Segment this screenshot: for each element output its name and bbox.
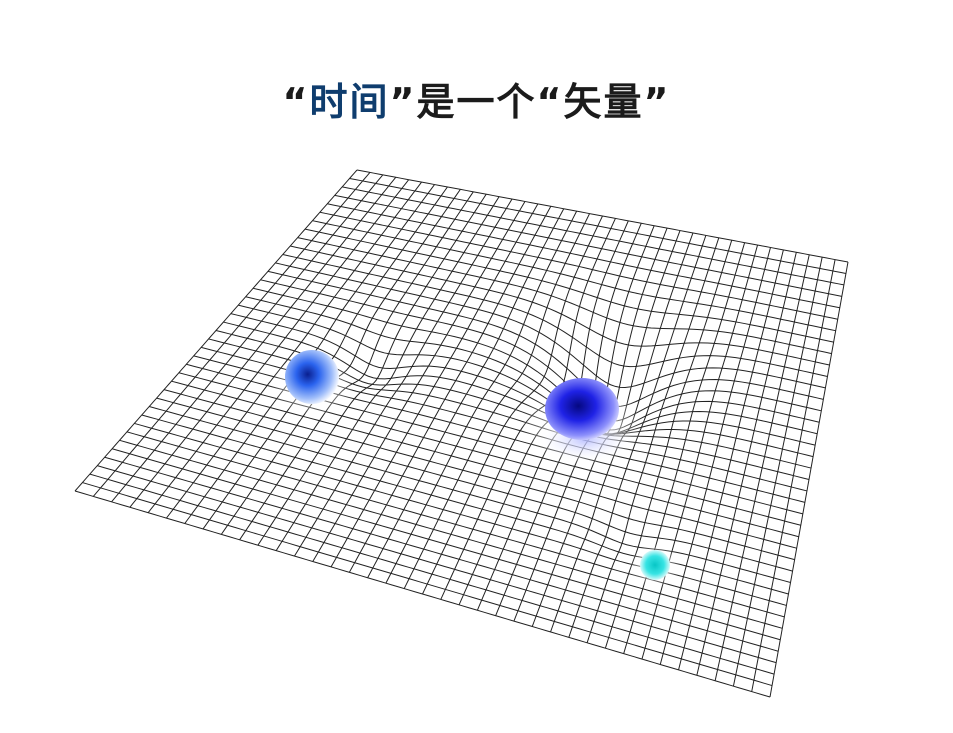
grid-line-horizontal-3 bbox=[334, 194, 842, 297]
small-cyan-sphere bbox=[640, 550, 670, 580]
grid-line-horizontal-17 bbox=[230, 313, 814, 458]
grid-line-horizontal-7 bbox=[304, 228, 834, 343]
grid-line-horizontal-27 bbox=[156, 397, 793, 572]
grid-line-horizontal-10 bbox=[282, 253, 828, 377]
title-middle: 是一个 bbox=[416, 80, 537, 124]
grid-line-horizontal-4 bbox=[327, 203, 840, 309]
grid-line-horizontal-12 bbox=[267, 270, 824, 407]
grid-line-vertical-16 bbox=[367, 208, 565, 578]
grid-line-horizontal-32 bbox=[119, 439, 783, 629]
grid-line-vertical-30 bbox=[623, 242, 746, 654]
grid-line-vertical-31 bbox=[641, 244, 759, 660]
grid-line-horizontal-18 bbox=[223, 321, 812, 469]
large-blue-sphere bbox=[545, 378, 619, 440]
grid-line-horizontal-33 bbox=[111, 448, 781, 641]
grid-line-vertical-14 bbox=[330, 203, 539, 568]
grid-line-horizontal-14 bbox=[252, 287, 820, 431]
title-highlight-time: 时间 bbox=[309, 80, 390, 124]
title-open-quote-2: “ bbox=[536, 80, 564, 124]
grid-line-horizontal-38 bbox=[74, 490, 771, 698]
medium-blue-sphere bbox=[285, 350, 339, 404]
page-title: “时间”是一个“矢量” bbox=[0, 74, 953, 130]
grid-line-horizontal-16 bbox=[238, 304, 816, 446]
spacetime-grid bbox=[74, 169, 849, 698]
grid-line-horizontal-29 bbox=[141, 414, 789, 595]
grid-line-horizontal-25 bbox=[171, 380, 797, 549]
grid-line-horizontal-31 bbox=[126, 431, 785, 618]
grid-line-horizontal-5 bbox=[319, 211, 838, 320]
grid-line-horizontal-24 bbox=[178, 372, 799, 538]
grid-line-horizontal-0 bbox=[356, 169, 849, 263]
grid-line-horizontal-36 bbox=[89, 473, 775, 675]
grid-line-horizontal-1 bbox=[349, 177, 847, 274]
masses bbox=[270, 350, 681, 588]
grid-line-horizontal-28 bbox=[149, 406, 791, 584]
grid-line-horizontal-11 bbox=[275, 262, 826, 389]
grid-line-horizontal-37 bbox=[82, 482, 773, 687]
grid-line-horizontal-26 bbox=[163, 389, 795, 561]
grid-line-horizontal-15 bbox=[245, 296, 818, 435]
grid-line-horizontal-34 bbox=[104, 456, 779, 652]
title-close-quote-1: ” bbox=[389, 80, 417, 124]
title-open-quote-1: “ bbox=[282, 80, 310, 124]
grid-line-horizontal-8 bbox=[297, 237, 832, 355]
grid-line-horizontal-35 bbox=[97, 465, 777, 664]
title-close-quote-2: ” bbox=[643, 80, 671, 124]
grid-line-horizontal-13 bbox=[260, 279, 822, 422]
title-tail-vector: 矢量 bbox=[563, 80, 644, 124]
grid-line-horizontal-2 bbox=[342, 186, 844, 286]
grid-line-horizontal-6 bbox=[312, 220, 836, 332]
grid-line-horizontal-9 bbox=[290, 245, 830, 366]
